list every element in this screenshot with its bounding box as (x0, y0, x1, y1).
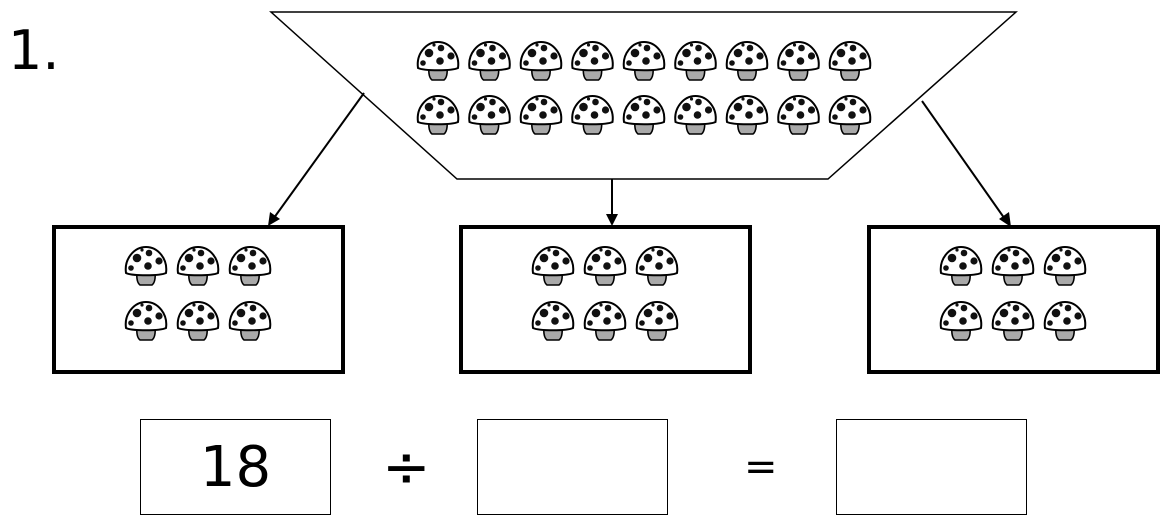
group-box-2 (459, 225, 752, 374)
divide-sign: ÷ (382, 433, 431, 501)
arrow-right-head (999, 212, 1011, 227)
arrow-left (270, 92, 365, 223)
arrow-left-head (268, 212, 280, 226)
quotient-answer-box[interactable] (836, 419, 1027, 515)
divisor-answer-box[interactable] (477, 419, 668, 515)
question-number: 1. (8, 19, 60, 82)
dividend-box: 18 (140, 419, 331, 515)
equals-sign: = (744, 444, 778, 490)
arrow-right (921, 100, 1008, 223)
arrow-middle-head (606, 214, 618, 226)
